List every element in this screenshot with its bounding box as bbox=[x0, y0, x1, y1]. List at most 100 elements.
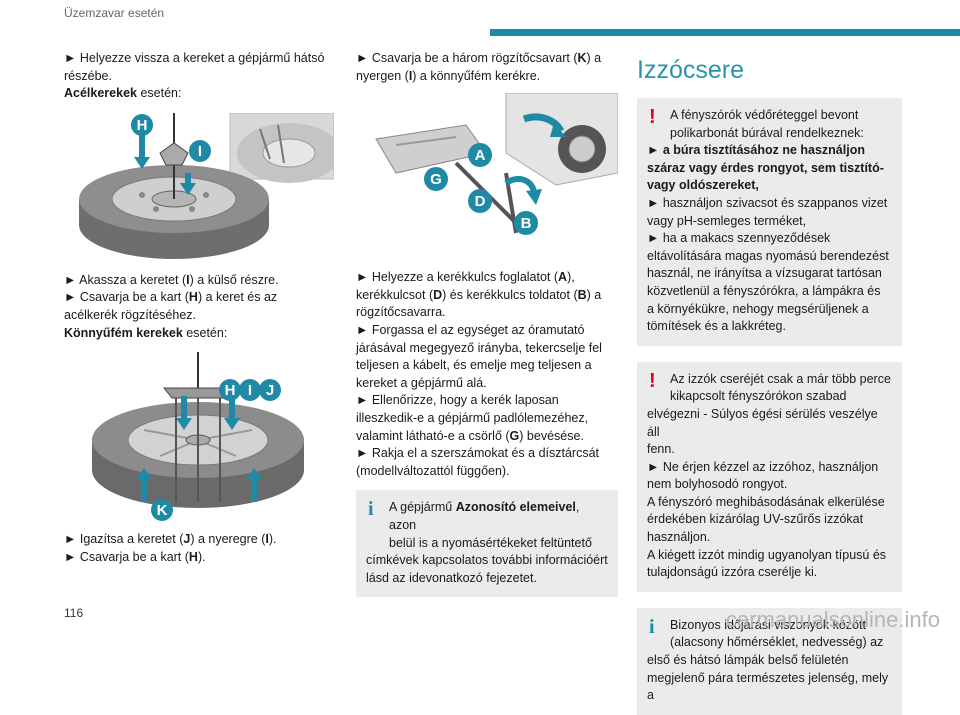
text-line: tömítések és a lakkréteg. bbox=[647, 319, 786, 334]
warning-icon: ! bbox=[649, 369, 656, 392]
page-number: 116 bbox=[64, 606, 84, 620]
info-icon: i bbox=[649, 615, 655, 638]
bold-text: K bbox=[577, 51, 587, 65]
text: valamint látható-e a csörlő ( bbox=[356, 428, 510, 443]
callout-label: G bbox=[430, 171, 442, 188]
callout-label: I bbox=[248, 382, 252, 399]
bold-text: B bbox=[577, 287, 587, 302]
text-line: polikarbonát búrával rendelkeznek: bbox=[670, 125, 864, 140]
text-line: eltávolítására magas nyomású berendezést bbox=[647, 248, 889, 263]
alloy-wheel-illustration: H I J K bbox=[92, 352, 304, 522]
text: ) a nyeregre ( bbox=[190, 532, 266, 547]
bold-text: száraz vagy érdes rongyot, sem tisztító- bbox=[647, 160, 884, 175]
section-title: Izzócsere bbox=[637, 56, 744, 84]
bold-text: J bbox=[183, 532, 191, 547]
warning-box: ! A fényszórók védőréteggel bevont polik… bbox=[637, 98, 902, 346]
text-line: Bizonyos időjárási viszonyok között bbox=[670, 617, 866, 632]
text: ► Csavarja be a három rögzítőcsavart ( bbox=[356, 51, 578, 65]
callout-label: J bbox=[266, 382, 274, 399]
bold-text: H bbox=[188, 290, 198, 305]
text-line: esetén: bbox=[136, 86, 182, 101]
bold-text: I bbox=[408, 68, 413, 83]
text-line: elvégezni - Súlyos égési sérülés veszély… bbox=[647, 406, 878, 439]
text-line: lásd az idevonatkozó fejezetet. bbox=[366, 570, 537, 585]
text: rögzítőcsavarra. bbox=[356, 305, 446, 320]
callout-label: D bbox=[475, 193, 486, 210]
text: ). bbox=[268, 532, 277, 547]
text: ). bbox=[197, 549, 206, 564]
warning-box: ! Az izzók cseréjét csak a már több perc… bbox=[637, 361, 902, 592]
text-line: A gépjármű Azonosító elemeivel, azon bbox=[366, 499, 608, 534]
warning-icon: ! bbox=[649, 106, 656, 128]
text: ) a bbox=[586, 287, 602, 302]
text: nyergen ( bbox=[356, 68, 409, 83]
text: , azon bbox=[389, 500, 580, 532]
text-line: címkévek kapcsolatos további információé… bbox=[366, 553, 608, 568]
text: kereket a gépjármű alá. bbox=[356, 375, 487, 390]
text: ► Ellenőrizze, hogy a kerék laposan bbox=[356, 393, 559, 408]
callout-label: K bbox=[157, 502, 168, 519]
text: A gépjármű bbox=[389, 500, 456, 515]
bold-text: Azonosító elemeivel bbox=[455, 500, 576, 515]
text-line: részébe. bbox=[64, 68, 112, 83]
column-2: ► Csavarja be a három rögzítőcsavart (K)… bbox=[356, 50, 619, 598]
bold-text: D bbox=[433, 287, 443, 302]
text-line: ► ha a makacs szennyeződések bbox=[647, 231, 831, 246]
bold-text: vagy oldószereket, bbox=[647, 178, 759, 193]
bold-text: G bbox=[509, 428, 520, 443]
bold-text: Acélkerekek bbox=[64, 86, 137, 101]
header-accent-bar bbox=[490, 29, 960, 36]
figure-steel-wheel: H I bbox=[64, 112, 341, 263]
watermark: carmanualsonline.info bbox=[725, 607, 940, 632]
text: teljesen a kábelt, és emelje meg teljese… bbox=[356, 358, 592, 373]
text-line: a környékükre, nehogy megsérüljenek a bbox=[647, 301, 869, 316]
winch-wrench-illustration: A G D B bbox=[375, 92, 619, 236]
info-box: i A gépjármű Azonosító elemeivel, azon b… bbox=[356, 490, 618, 598]
text: ) bevésése. bbox=[519, 428, 584, 443]
bold-text: Könnyűfém kerekek bbox=[64, 325, 183, 340]
text-line: fenn. bbox=[647, 442, 675, 457]
text: ) és kerékkulcs toldatot ( bbox=[442, 287, 578, 302]
text-line: nem bolyhosodó rongyot. bbox=[647, 477, 788, 492]
bold-text: I bbox=[186, 272, 190, 287]
text-line: ► Helyezze vissza a kereket a gépjármű h… bbox=[64, 51, 325, 65]
text-line: ► Ne érjen kézzel az izzóhoz, használjon bbox=[647, 459, 879, 474]
text-line: megjelenő pára természetes jelenség, mel… bbox=[647, 670, 889, 703]
text-line: kikapcsolt fényszórókon szabad bbox=[670, 389, 847, 404]
paragraph: ► Igazítsa a keretet (J) a nyeregre (I).… bbox=[64, 531, 334, 566]
text-line: tulajdonságú izzóra cserélje ki. bbox=[647, 565, 818, 580]
bold-text: A bbox=[558, 270, 568, 285]
text-line: közvetlenül a fényszórókra, a lámpákra é… bbox=[647, 283, 881, 298]
text-line: (alacsony hőmérséklet, nedvesség) az bbox=[670, 635, 884, 650]
paragraph: ► Csavarja be a három rögzítőcsavart (K)… bbox=[356, 50, 618, 85]
running-header: Üzemzavar esetén bbox=[64, 6, 165, 20]
text: járásával megegyező irányba, tekercselje… bbox=[356, 340, 602, 355]
text: ► Forgassa el az egységet az óramutató bbox=[356, 322, 585, 337]
text-line: érdekében kizárólag UV-szűrős izzókat bbox=[647, 512, 864, 527]
text-line: A fényszóró meghibásodásának elkerülése bbox=[647, 494, 885, 509]
text-line: A kiégett izzót mindig ugyanolyan típusú… bbox=[647, 547, 887, 562]
text: ► Csavarja be a kart ( bbox=[64, 549, 189, 564]
info-icon: i bbox=[368, 498, 374, 521]
text: illeszkedik-e a gépjármű padlólemezéhez, bbox=[356, 410, 589, 425]
text: ► Akassza a keretet ( bbox=[64, 272, 187, 287]
paragraph: ► Helyezze vissza a kereket a gépjármű h… bbox=[64, 50, 334, 103]
text: (modellváltozattól függően). bbox=[356, 463, 510, 478]
text: ► Helyezze a kerékkulcs foglalatot ( bbox=[356, 270, 559, 285]
text-line: ► használjon szivacsot és szappanos vize… bbox=[647, 195, 888, 210]
column-1: ► Helyezze vissza a kereket a gépjármű h… bbox=[64, 50, 341, 566]
text: ► Rakja el a szerszámokat és a dísztárcs… bbox=[356, 446, 600, 461]
steel-wheel-illustration: H I bbox=[79, 112, 341, 259]
paragraph: ► Helyezze a kerékkulcs foglalatot (A), … bbox=[356, 269, 618, 480]
text-line: belül is a nyomásértékeket feltüntető bbox=[389, 535, 592, 550]
callout-label: B bbox=[521, 215, 532, 232]
text-line: vagy pH-semleges terméket, bbox=[647, 213, 807, 228]
text-line: használ, ne irányítsa a vízsugarat tartó… bbox=[647, 266, 882, 281]
text: ► Igazítsa a keretet ( bbox=[64, 532, 184, 547]
text: ) a keret és az bbox=[197, 290, 278, 305]
text-line: Az izzók cseréjét csak a már több perce bbox=[670, 371, 891, 386]
figure-winch-wrench: A G D B bbox=[356, 92, 619, 262]
callout-label: H bbox=[137, 117, 148, 134]
text-line: A fényszórók védőréteggel bevont bbox=[670, 108, 859, 122]
callout-label: H bbox=[225, 382, 236, 399]
